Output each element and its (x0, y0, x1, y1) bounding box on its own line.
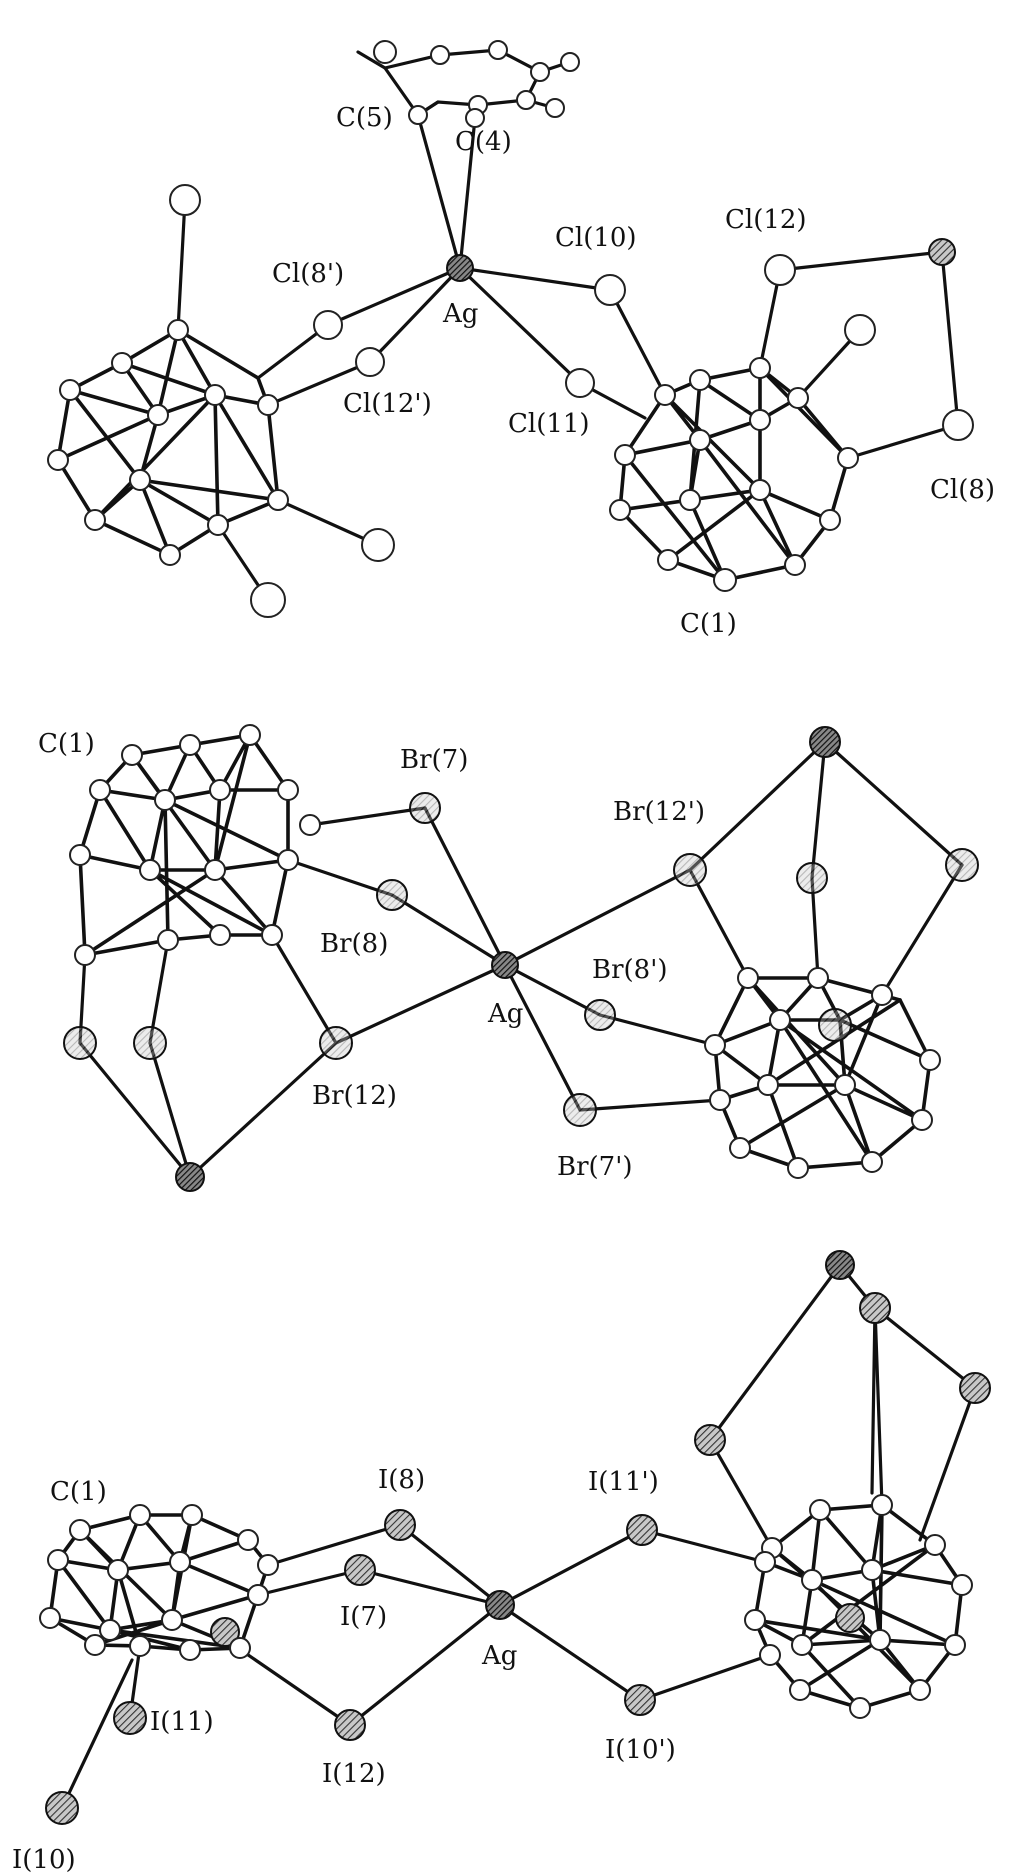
panel-i: C(1) I(8) I(11') I(7) Ag I(11) I(12) I(1… (12, 1250, 991, 1874)
label-c1: C(1) (38, 729, 95, 759)
panel-i-bonds (60, 1263, 977, 1810)
panel-i-labels: C(1) I(8) I(11') I(7) Ag I(11) I(12) I(1… (12, 1465, 676, 1874)
panel-cl-atoms (47, 40, 974, 618)
label-cl8-prime: Cl(8') (272, 259, 344, 289)
panel-cl-bonds (176, 48, 960, 602)
label-br8-prime: Br(8') (592, 955, 668, 985)
label-i11-prime: I(11') (588, 1467, 659, 1497)
label-br8: Br(8) (320, 929, 388, 959)
panel-br-labels: C(1) Br(7) Br(12') Br(8) Ag Br(8') Br(12… (38, 729, 705, 1182)
label-ag: Ag (481, 1641, 517, 1671)
panel-br-bonds (78, 740, 964, 1179)
label-c1: C(1) (50, 1477, 107, 1507)
panel-br-atoms (63, 724, 979, 1192)
panel-br: C(1) Br(7) Br(12') Br(8) Ag Br(8') Br(12… (38, 724, 979, 1192)
label-cl12: Cl(12) (725, 205, 807, 235)
label-cl10: Cl(10) (555, 223, 637, 253)
label-ag: Ag (487, 999, 523, 1029)
label-cl8: Cl(8) (930, 475, 995, 505)
panel-br-right-cage (713, 976, 932, 1170)
label-c5: C(5) (336, 103, 393, 133)
label-br7-prime: Br(7') (557, 1152, 633, 1182)
panel-i-atoms (39, 1250, 991, 1825)
label-ag: Ag (442, 299, 478, 329)
label-cl12-prime: Cl(12') (343, 389, 432, 419)
label-cl11: Cl(11) (508, 409, 590, 439)
label-c4: C(4) (455, 127, 512, 157)
label-br12-prime: Br(12') (613, 797, 705, 827)
label-i11: I(11) (150, 1707, 214, 1737)
panel-br-left-cage (78, 733, 290, 958)
label-i10-prime: I(10') (605, 1735, 676, 1765)
panel-cl-right-cage (618, 366, 850, 582)
label-br7: Br(7) (400, 745, 468, 775)
panel-cl: C(5) C(4) Cl(8') Ag Cl(10) Cl(12) Cl(12'… (47, 40, 995, 639)
label-i12: I(12) (322, 1759, 386, 1789)
label-i8: I(8) (378, 1465, 425, 1495)
label-i7: I(7) (340, 1602, 387, 1632)
label-c1: C(1) (680, 609, 737, 639)
label-br12: Br(12) (312, 1081, 397, 1111)
panel-cl-labels: C(5) C(4) Cl(8') Ag Cl(10) Cl(12) Cl(12'… (272, 103, 995, 639)
label-i10: I(10) (12, 1845, 76, 1874)
